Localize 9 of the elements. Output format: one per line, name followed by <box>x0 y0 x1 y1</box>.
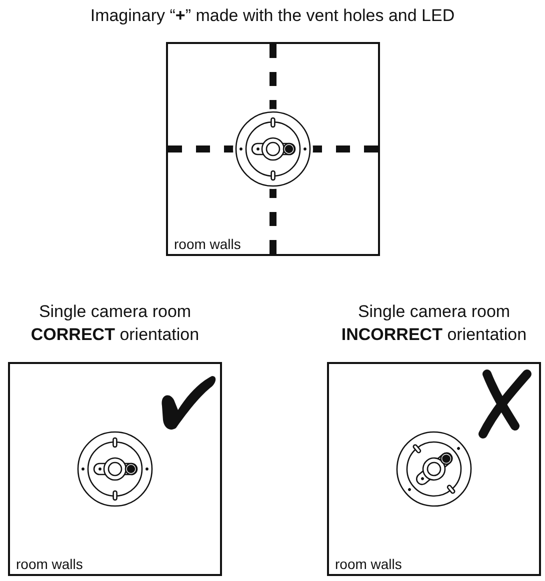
room-box <box>166 42 380 256</box>
caption-heading: Single camera room INCORRECT orientation <box>340 301 528 346</box>
room-box <box>327 362 541 576</box>
room-label: room walls <box>335 556 402 572</box>
caption-heading: Single camera room CORRECT orientation <box>30 301 200 346</box>
room-box <box>8 362 222 576</box>
room-label: room walls <box>174 236 241 252</box>
title: Imaginary “+” made with the vent holes and LED <box>89 5 456 27</box>
room-label: room walls <box>16 556 83 572</box>
